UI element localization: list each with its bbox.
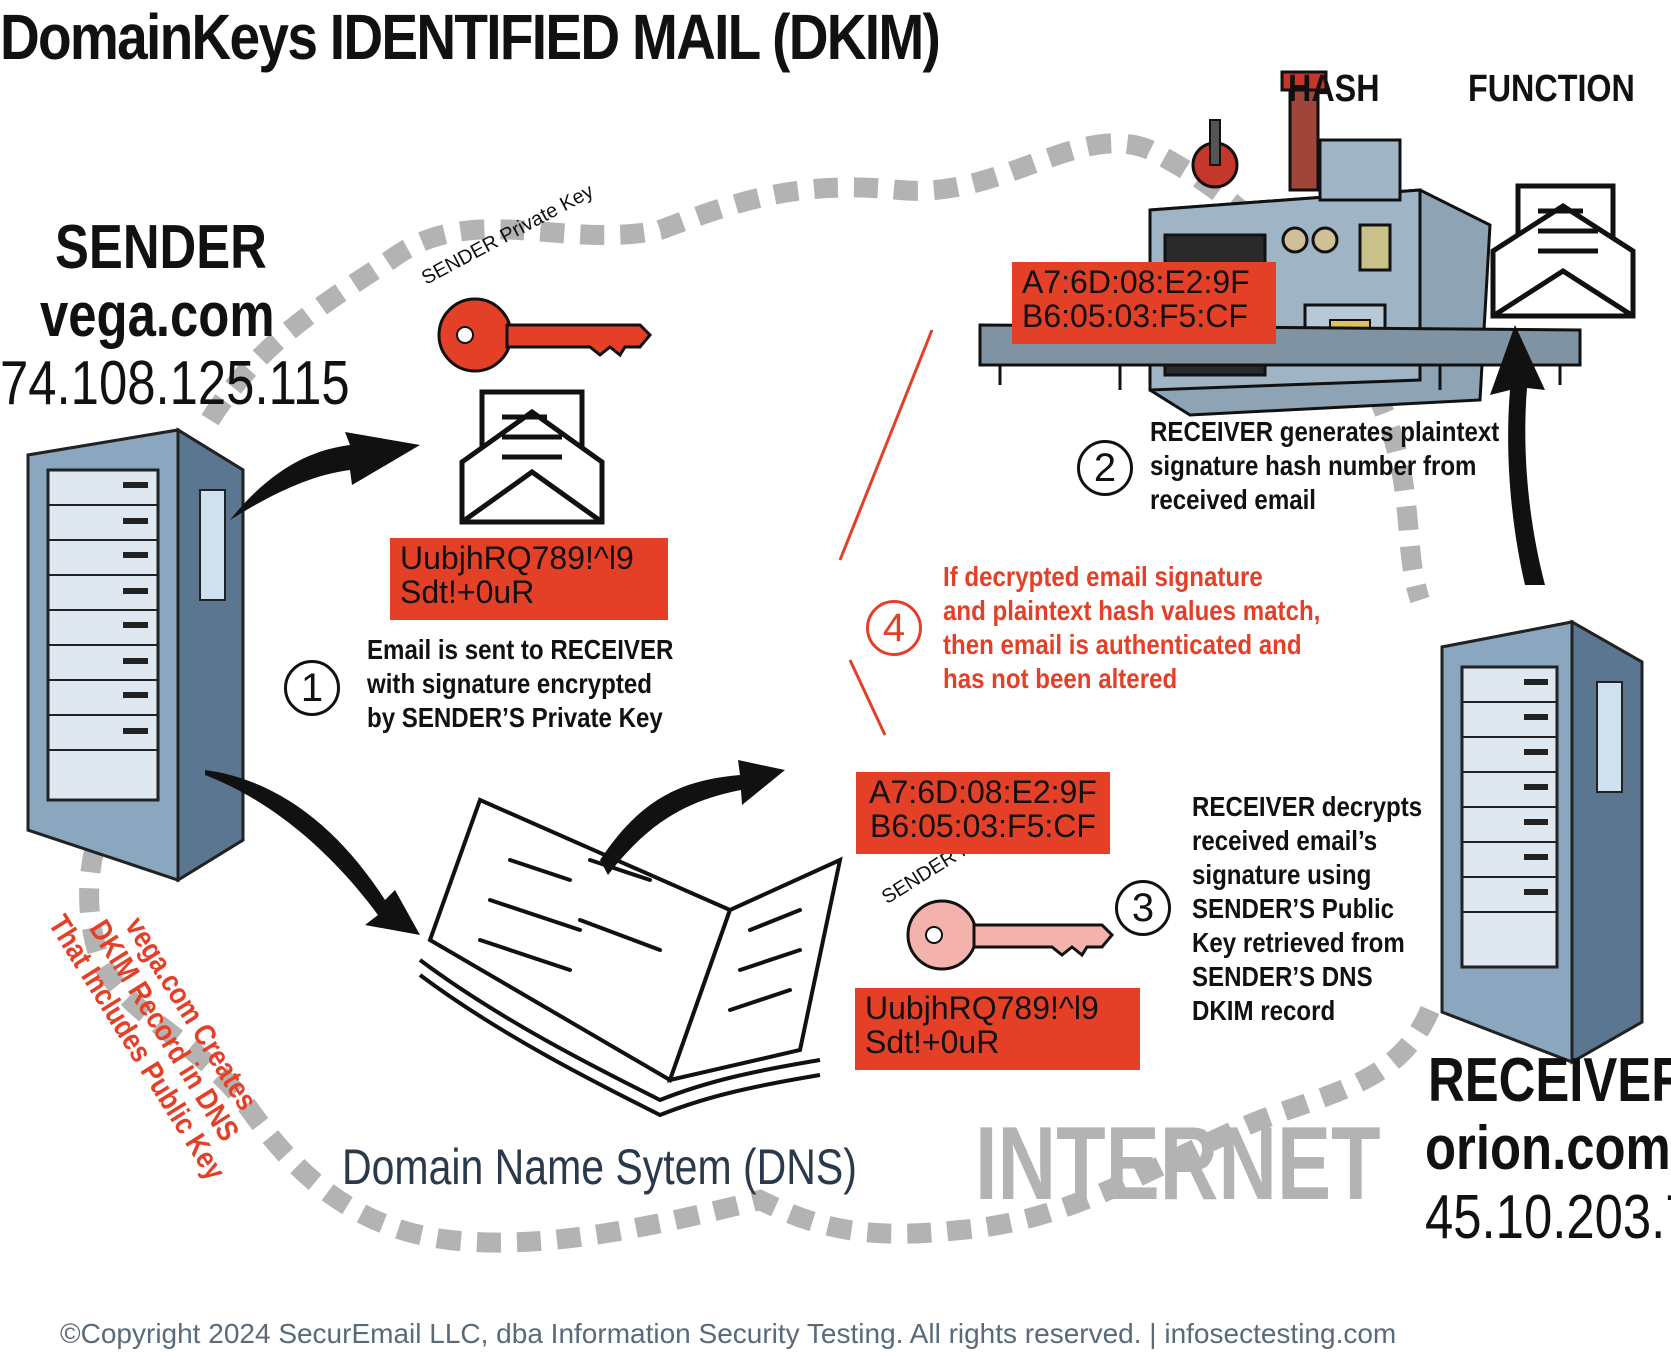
step-3-line: Key retrieved from (1192, 927, 1405, 958)
step-2-number: 2 (1077, 440, 1133, 496)
hash-label: HASH (1288, 68, 1380, 110)
receiver-domain: orion.com (1425, 1114, 1671, 1183)
sender-ip: 74.108.125.115 (0, 349, 350, 418)
step-1-line: with signature encrypted (367, 668, 653, 699)
step-3-line: RECEIVER decrypts (1192, 791, 1423, 822)
encrypted-signature-line2: Sdt!+0uR (400, 573, 535, 610)
step-4-text: If decrypted email signature and plainte… (943, 560, 1320, 696)
step-4-number: 4 (866, 600, 922, 656)
hash-machine-icon (978, 70, 1582, 417)
step-3-line: received email’s (1192, 825, 1378, 856)
hash-value-box-decrypted: A7:6D:08:E2:9F B6:05:03:F5:CF (856, 772, 1110, 854)
hash-value-line1: A7:6D:08:E2:9F (1022, 264, 1250, 300)
step-1-number: 1 (284, 660, 340, 716)
footer-copyright: ©Copyright 2024 SecurEmail LLC, dba Info… (60, 1318, 1397, 1349)
page-title: DomainKeys IDENTIFIED MAIL (DKIM) (0, 1, 941, 73)
decrypted-hash-line1: A7:6D:08:E2:9F (869, 774, 1097, 810)
hash-value-box-top: A7:6D:08:E2:9F B6:05:03:F5:CF (1012, 262, 1276, 344)
decrypted-hash-line2: B6:05:03:F5:CF (870, 807, 1096, 844)
internet-cloud-dashed-path (79, 133, 1440, 1253)
step-2-line: RECEIVER generates plaintext (1150, 416, 1500, 447)
step-2-line: signature hash number from (1150, 450, 1477, 481)
dns-label: Domain Name Sytem (DNS) (342, 1139, 857, 1195)
received-signature-line1: UubjhRQ789!^l9 (865, 990, 1099, 1026)
received-signature-line2: Sdt!+0uR (865, 1023, 1000, 1060)
sender-domain: vega.com (40, 281, 275, 350)
public-key-icon (906, 899, 1115, 971)
receiver-envelope-icon (1490, 183, 1636, 319)
sender-envelope-icon (459, 389, 605, 525)
step-3-line: SENDER’S DNS (1192, 961, 1373, 992)
receiver-label: RECEIVER (1428, 1046, 1671, 1115)
dns-book-icon (418, 797, 843, 1118)
step-2-line: received email (1150, 484, 1317, 515)
hash-value-line2: B6:05:03:F5:CF (1022, 297, 1248, 334)
step-4-line: If decrypted email signature (943, 561, 1263, 592)
arrow-dns-to-hash (600, 760, 785, 875)
step-3-line: SENDER’S Public (1192, 893, 1395, 924)
match-lines (838, 329, 934, 736)
function-label: FUNCTION (1468, 68, 1635, 110)
arrow-sender-to-envelope (230, 432, 420, 520)
receiver-ip: 45.10.203.7 (1425, 1183, 1671, 1252)
internet-label: INTERNET (975, 1106, 1381, 1222)
step-3-line: DKIM record (1192, 995, 1336, 1026)
sender-label: SENDER (55, 213, 267, 282)
step-4-line: then email is authenticated and (943, 629, 1302, 660)
step-1-text: Email is sent to RECEIVER with signature… (367, 633, 673, 735)
step-4-line: has not been altered (943, 663, 1178, 694)
step-3-line: signature using (1192, 859, 1372, 890)
encrypted-signature-box-receiver: UubjhRQ789!^l9 Sdt!+0uR (855, 988, 1140, 1070)
step-3-number: 3 (1115, 880, 1171, 936)
encrypted-signature-box-sender: UubjhRQ789!^l9 Sdt!+0uR (390, 538, 668, 620)
arrow-sender-to-dns (205, 770, 420, 935)
flow-arrows (205, 325, 1545, 935)
private-key-icon (437, 297, 653, 373)
step-2-text: RECEIVER generates plaintext signature h… (1150, 415, 1499, 517)
encrypted-signature-line1: UubjhRQ789!^l9 (400, 540, 634, 576)
step-4-line: and plaintext hash values match, (943, 595, 1321, 626)
step-1-line: Email is sent to RECEIVER (367, 634, 674, 665)
step-3-text: RECEIVER decrypts received email’s signa… (1192, 790, 1422, 1028)
receiver-server-icon (1440, 619, 1644, 1065)
sender-server-icon (26, 427, 245, 883)
step-1-line: by SENDER’S Private Key (367, 702, 663, 733)
arrow-receiver-to-envelope (1490, 325, 1545, 585)
